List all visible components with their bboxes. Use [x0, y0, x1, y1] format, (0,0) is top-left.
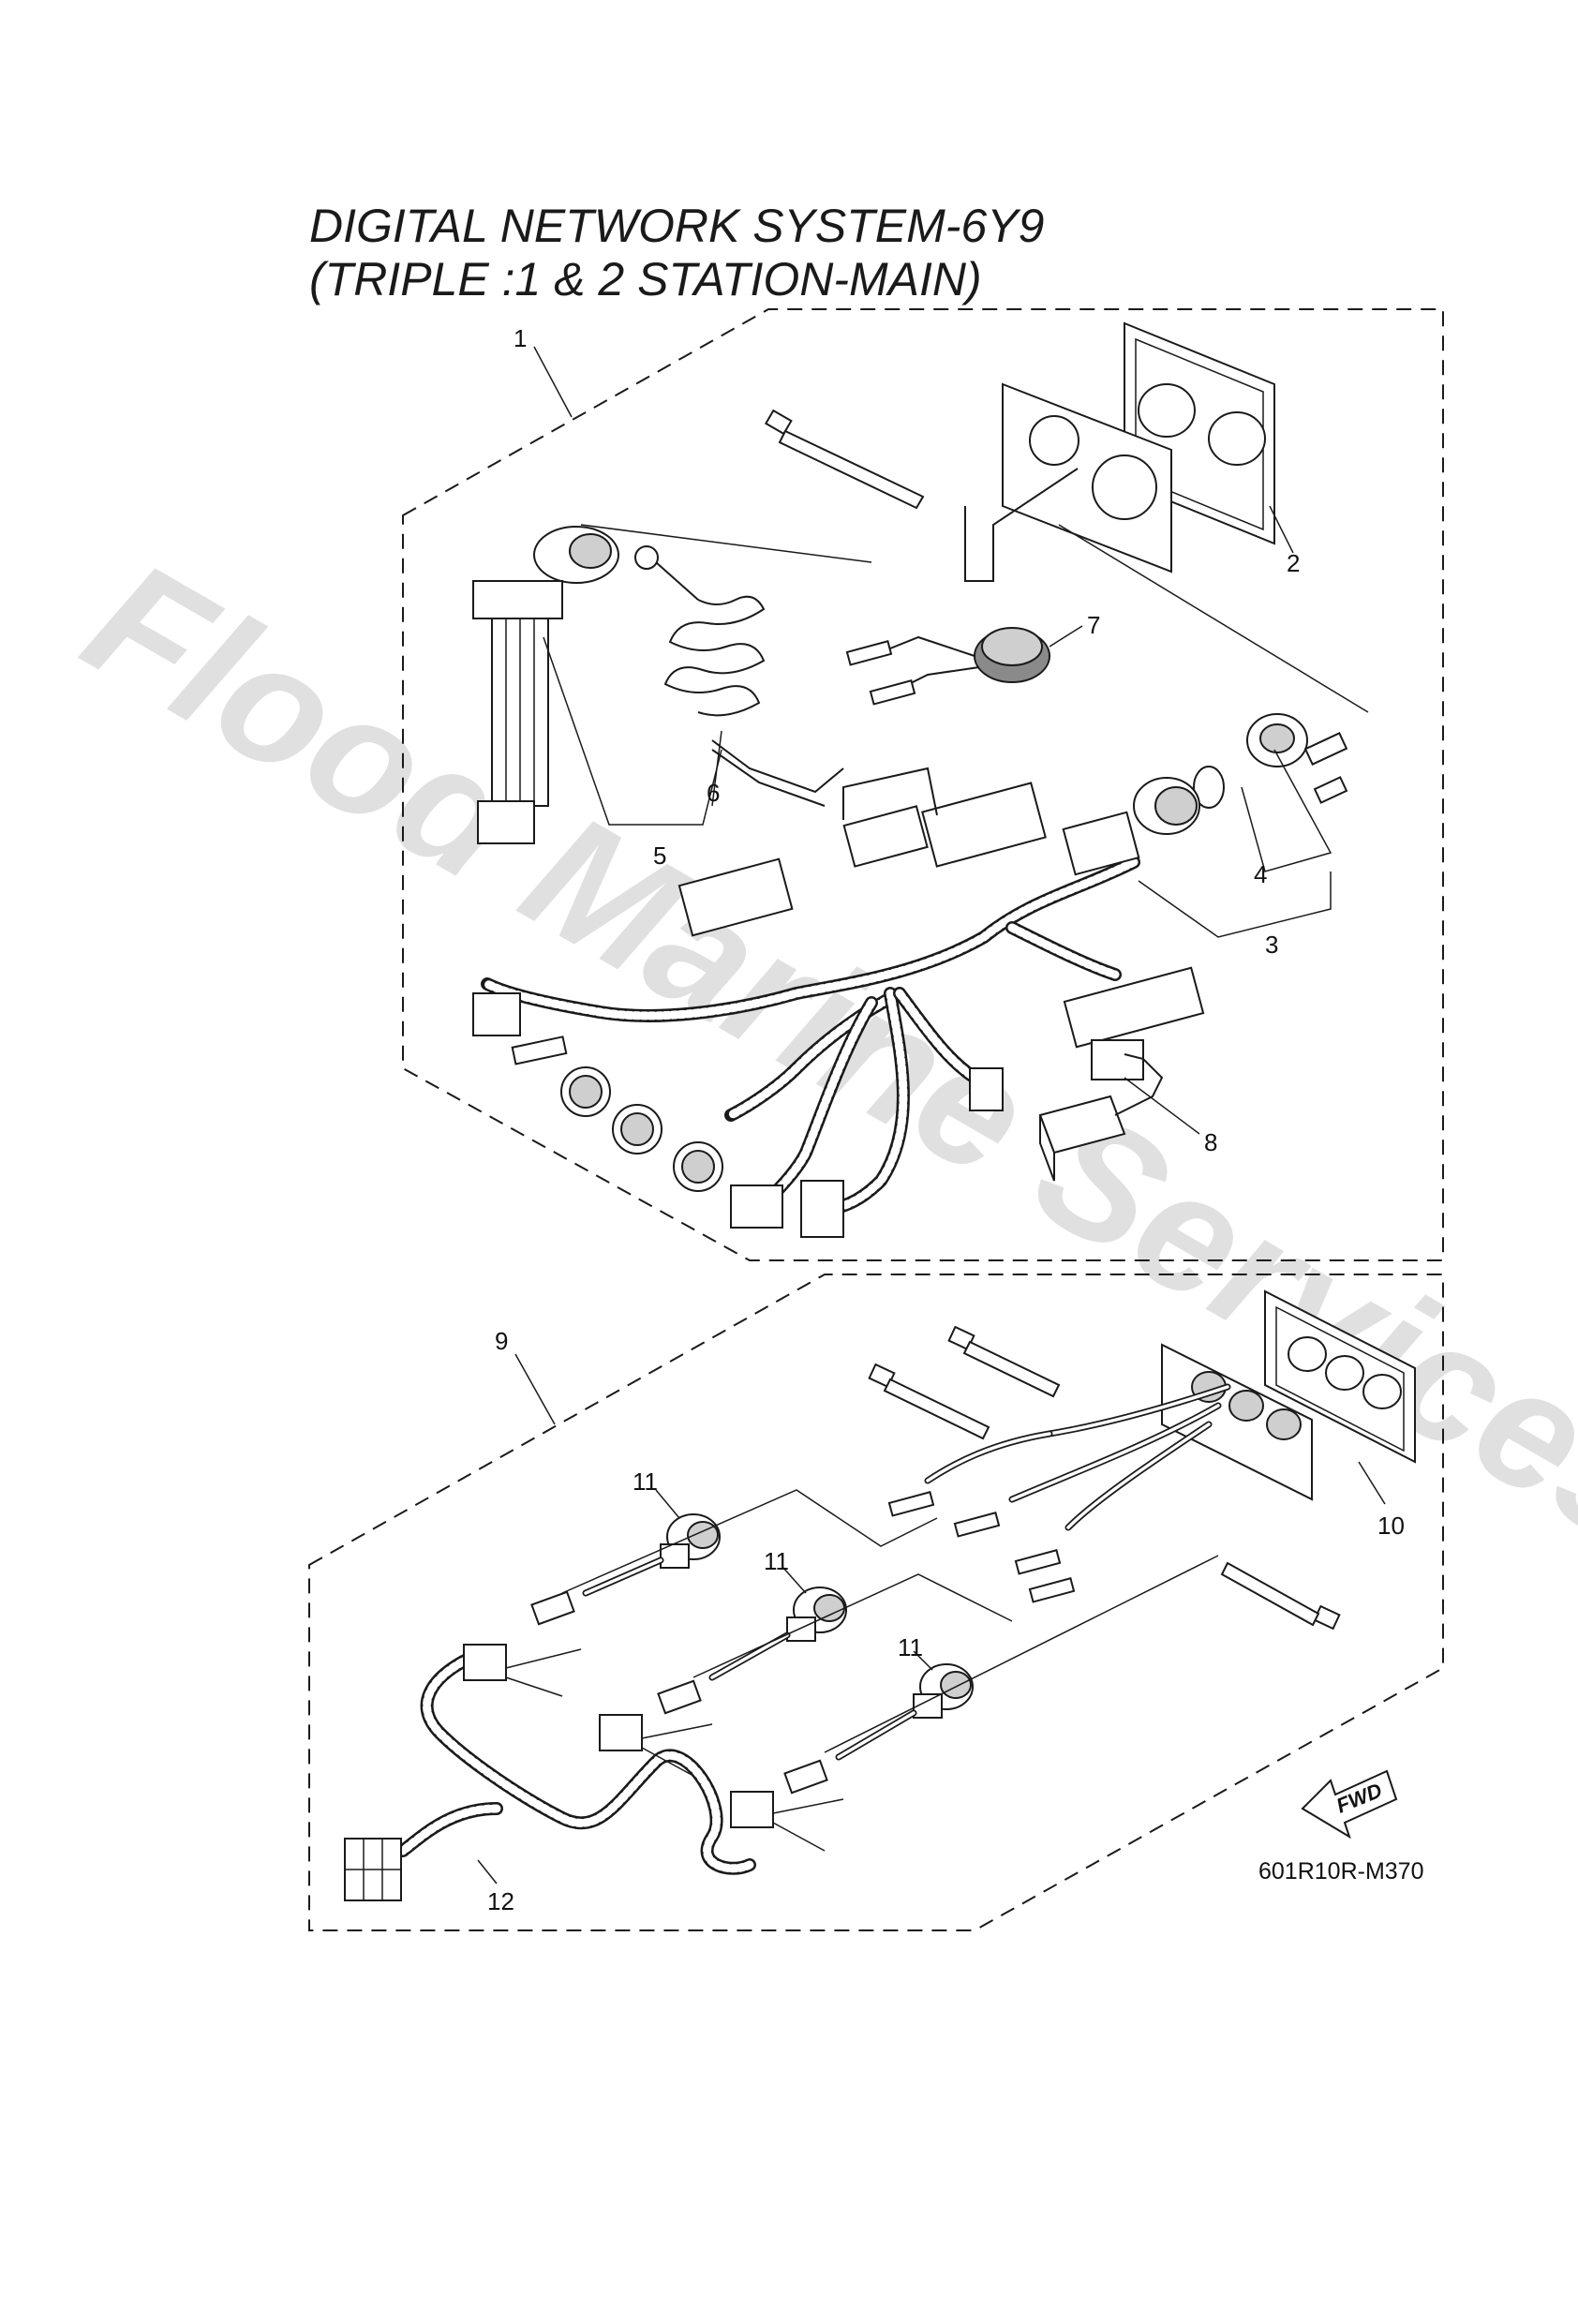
panel-gasket-part	[964, 321, 1275, 582]
sensor-connector-c	[783, 1663, 974, 1795]
callout-12: 12	[487, 1887, 514, 1915]
callout-9: 9	[495, 1327, 508, 1355]
stop-switch-lanyard-part	[634, 545, 844, 807]
callout-1: 1	[514, 324, 527, 352]
cable-tie-upper	[764, 409, 925, 510]
upper-leader-lines	[533, 346, 1369, 1135]
drawing-code: 601R10R-M370	[1258, 1858, 1424, 1885]
station-wires-part	[887, 1383, 1231, 1603]
forward-arrow-icon: FWD	[1301, 1769, 1398, 1840]
lower-leader-lines	[477, 1353, 1386, 1885]
callout-8: 8	[1204, 1128, 1217, 1156]
assembly-1-boundary	[402, 308, 1444, 1261]
callout-6: 6	[707, 779, 720, 807]
main-harness-part	[472, 767, 1205, 1238]
triple-panel-gasket-part	[1161, 1289, 1416, 1501]
callout-10: 10	[1377, 1512, 1405, 1540]
callout-11-b: 11	[764, 1547, 789, 1575]
diagram-title-line1: DIGITAL NETWORK SYSTEM-6Y9	[309, 200, 1044, 252]
callout-11-a: 11	[633, 1467, 658, 1496]
diagram-title-line2: (TRIPLE :1 & 2 STATION-MAIN)	[309, 253, 982, 305]
callout-11-c: 11	[898, 1633, 923, 1661]
cable-ties-lower	[868, 1325, 1341, 1631]
sub-harness-part	[344, 1644, 844, 1901]
callout-3: 3	[1265, 931, 1278, 959]
callout-2: 2	[1287, 549, 1300, 577]
sensor-connector-b	[657, 1587, 847, 1715]
relay-module-part	[1038, 1053, 1164, 1182]
callout-5: 5	[653, 842, 666, 870]
assembly-9-boundary	[308, 1274, 1444, 1931]
buzzer-part	[845, 627, 1050, 706]
callout-4: 4	[1254, 860, 1267, 888]
key-switch-part	[1193, 713, 1348, 809]
callout-7: 7	[1087, 611, 1100, 639]
main-switch-part	[472, 526, 619, 844]
sensor-connector-a	[530, 1513, 721, 1626]
